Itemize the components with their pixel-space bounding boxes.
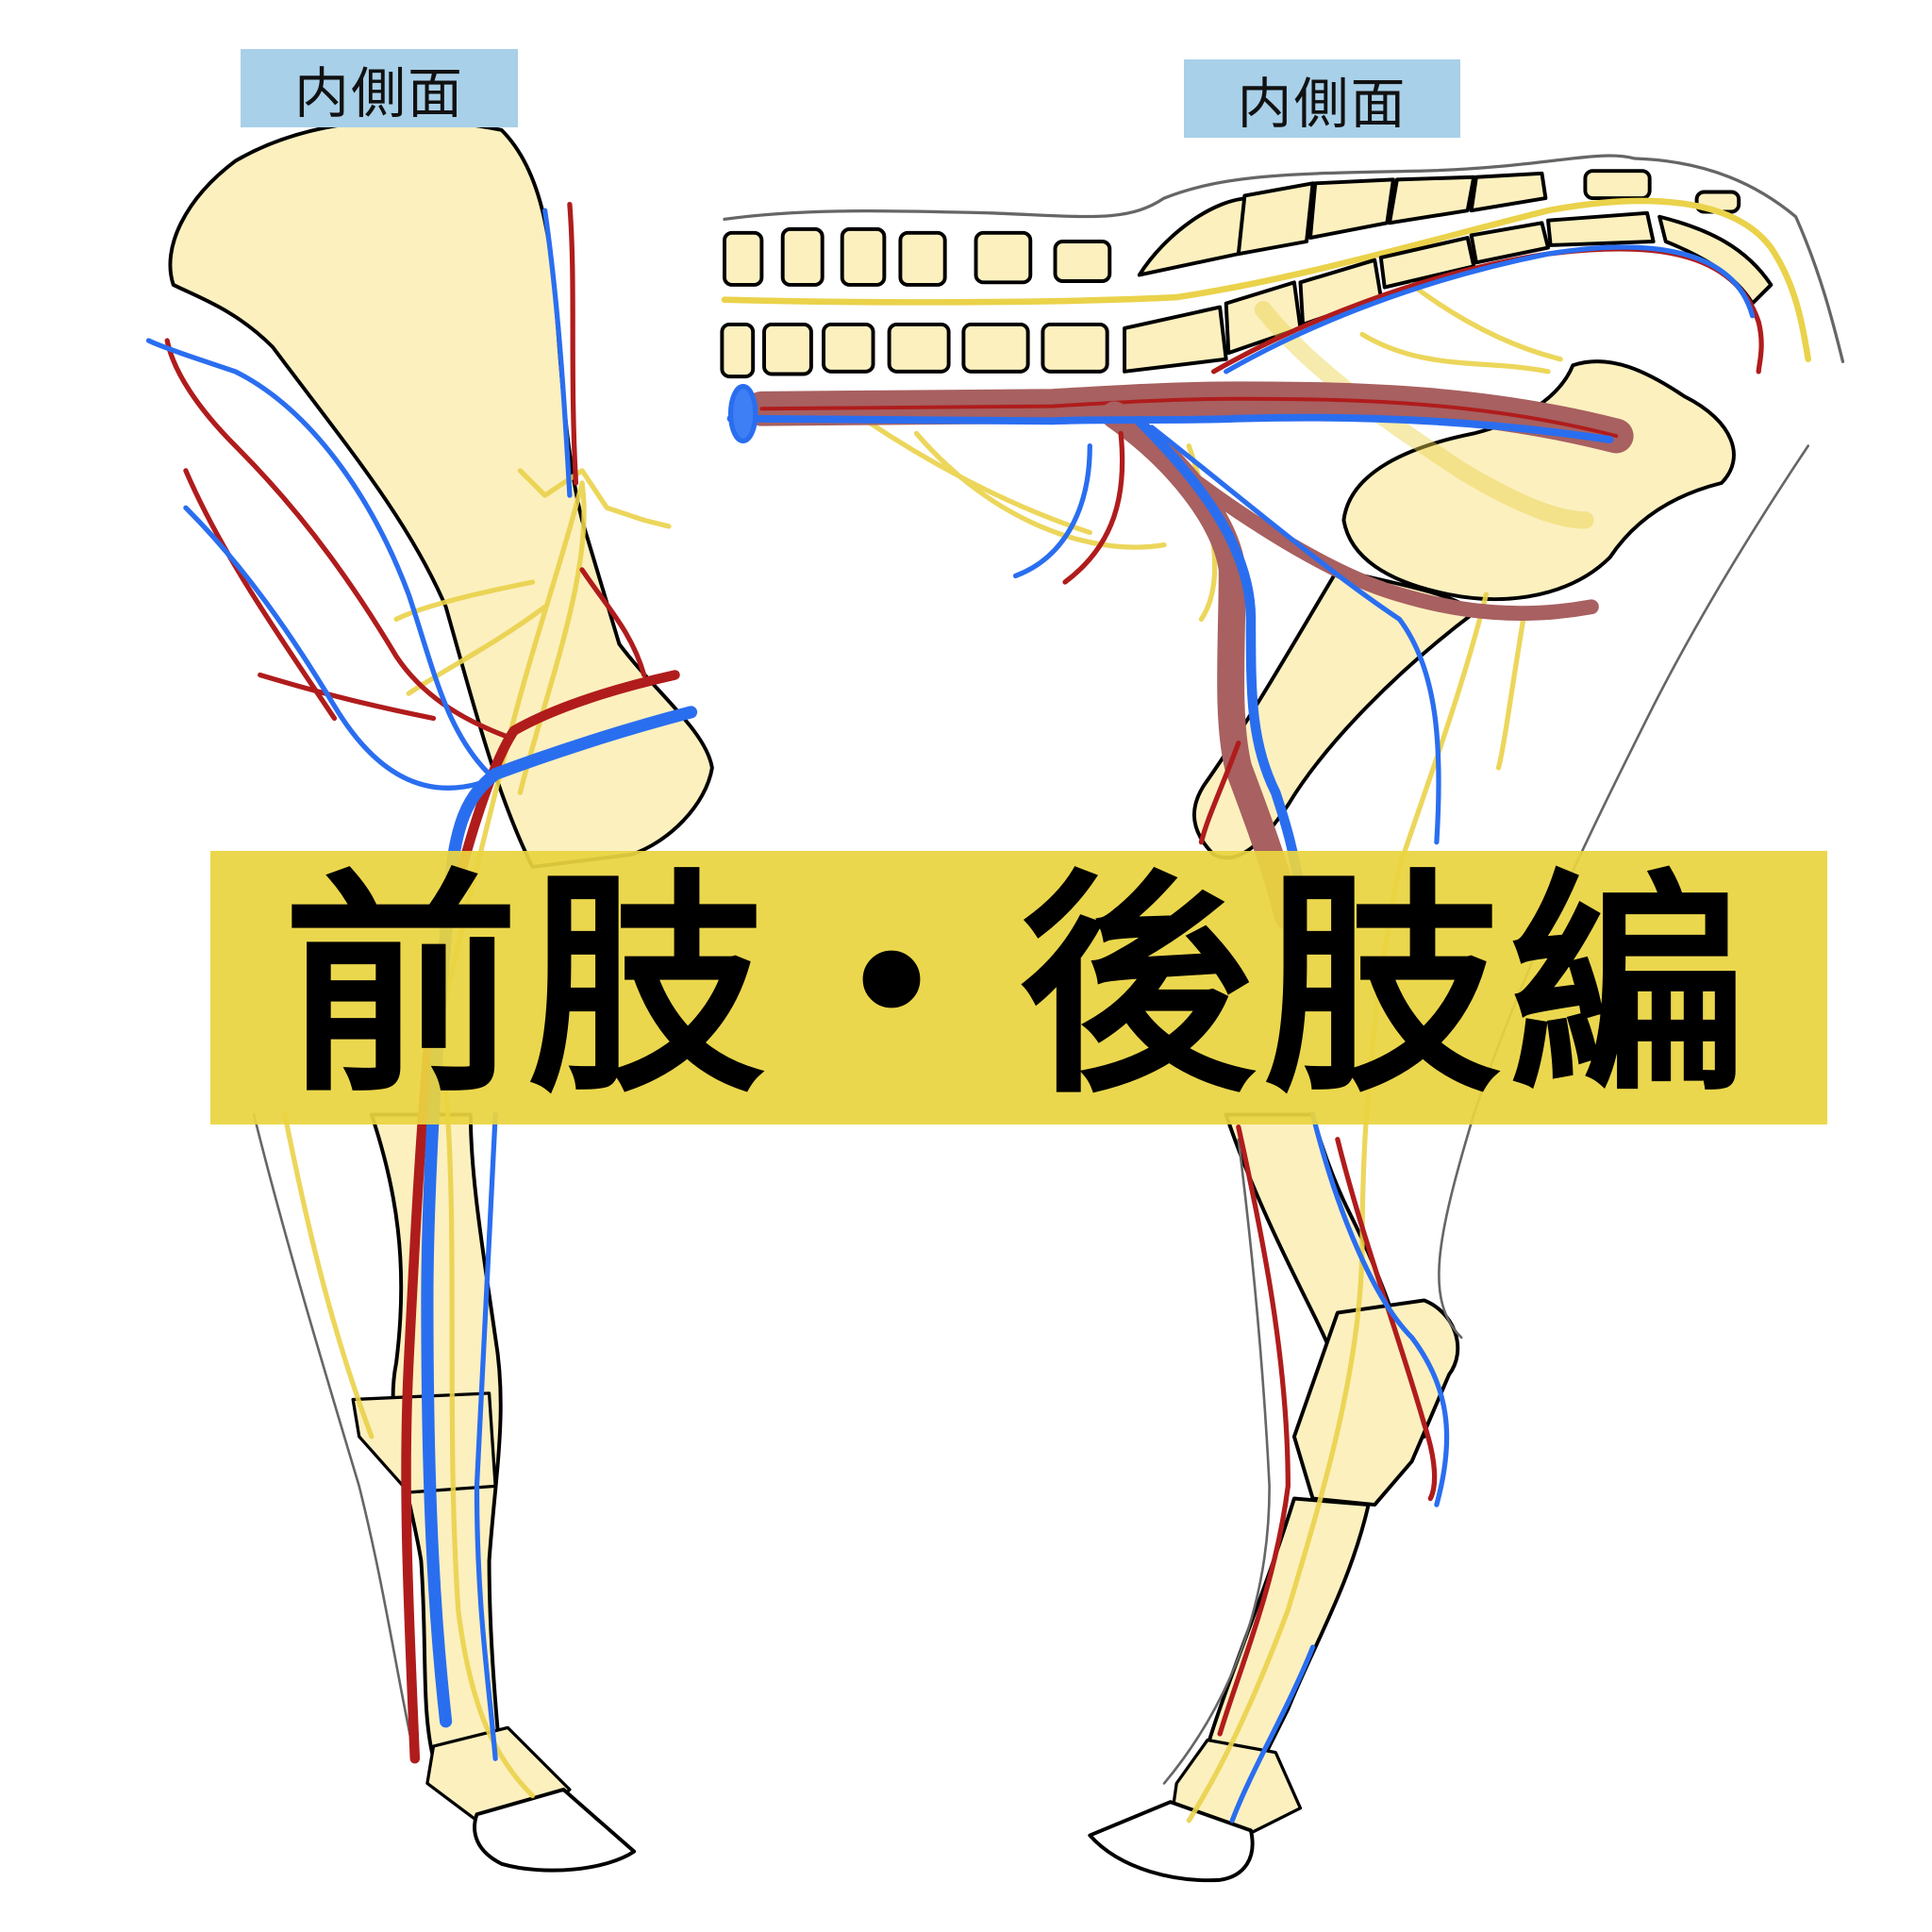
hind-hoof [1088, 1800, 1255, 1883]
forelimb-view-label: 内側面 [241, 49, 518, 127]
fore-skin-outline [252, 1113, 417, 1760]
pelvis [1341, 359, 1736, 601]
title-banner: 前肢・後肢編 [210, 851, 1827, 1124]
vertebrae-upper [723, 169, 1741, 287]
hindlimb-view-label: 内側面 [1184, 59, 1460, 138]
title-text: 前肢・後肢編 [283, 850, 1755, 1124]
hind-veins [726, 244, 1756, 1824]
hindlimb [720, 154, 1845, 1883]
spinal-cord-nerve [721, 197, 1811, 362]
cannon-bone [1206, 1496, 1371, 1761]
fore-hoof [473, 1788, 637, 1873]
caudal-vena-cava [726, 413, 1614, 443]
back-skin-outline [723, 154, 1845, 363]
hock [1291, 1298, 1460, 1507]
vertebrae-lower [720, 210, 1774, 379]
scapula [168, 118, 714, 869]
hind-nerves [864, 282, 1594, 1824]
